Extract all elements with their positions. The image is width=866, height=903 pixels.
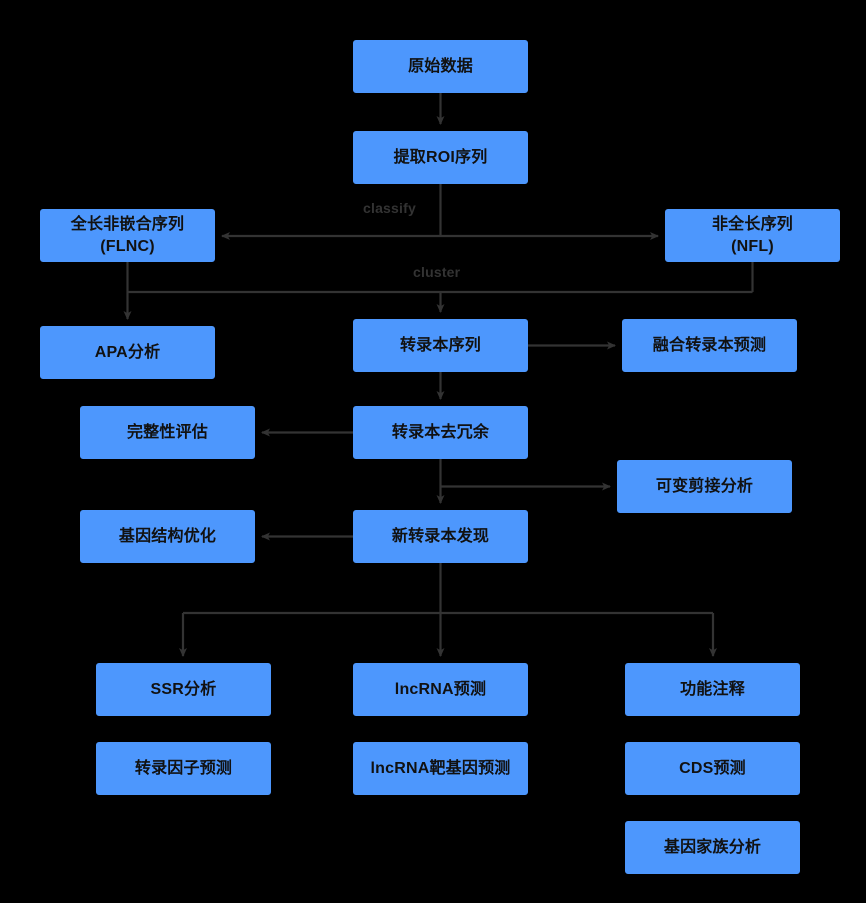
node-ssr-analysis[interactable]: SSR分析 [96,663,271,716]
node-function-annotation[interactable]: 功能注释 [625,663,800,716]
edge-label-classify: classify [363,200,416,216]
edge-label-cluster: cluster [413,264,461,280]
node-transcript-sequence[interactable]: 转录本序列 [353,319,528,372]
node-lncrna-prediction[interactable]: lncRNA预测 [353,663,528,716]
node-deredundancy[interactable]: 转录本去冗余 [353,406,528,459]
node-cds-prediction[interactable]: CDS预测 [625,742,800,795]
node-fusion-transcript[interactable]: 融合转录本预测 [622,319,797,372]
node-lncrna-target[interactable]: lncRNA靶基因预测 [353,742,528,795]
node-tf-prediction[interactable]: 转录因子预测 [96,742,271,795]
node-flnc[interactable]: 全长非嵌合序列 (FLNC) [40,209,215,262]
node-completeness[interactable]: 完整性评估 [80,406,255,459]
node-novel-transcript[interactable]: 新转录本发现 [353,510,528,563]
node-raw-data[interactable]: 原始数据 [353,40,528,93]
node-gene-structure[interactable]: 基因结构优化 [80,510,255,563]
node-apa-analysis[interactable]: APA分析 [40,326,215,379]
node-nfl[interactable]: 非全长序列 (NFL) [665,209,840,262]
node-alt-splicing[interactable]: 可变剪接分析 [617,460,792,513]
node-gene-family[interactable]: 基因家族分析 [625,821,800,874]
node-extract-roi[interactable]: 提取ROI序列 [353,131,528,184]
